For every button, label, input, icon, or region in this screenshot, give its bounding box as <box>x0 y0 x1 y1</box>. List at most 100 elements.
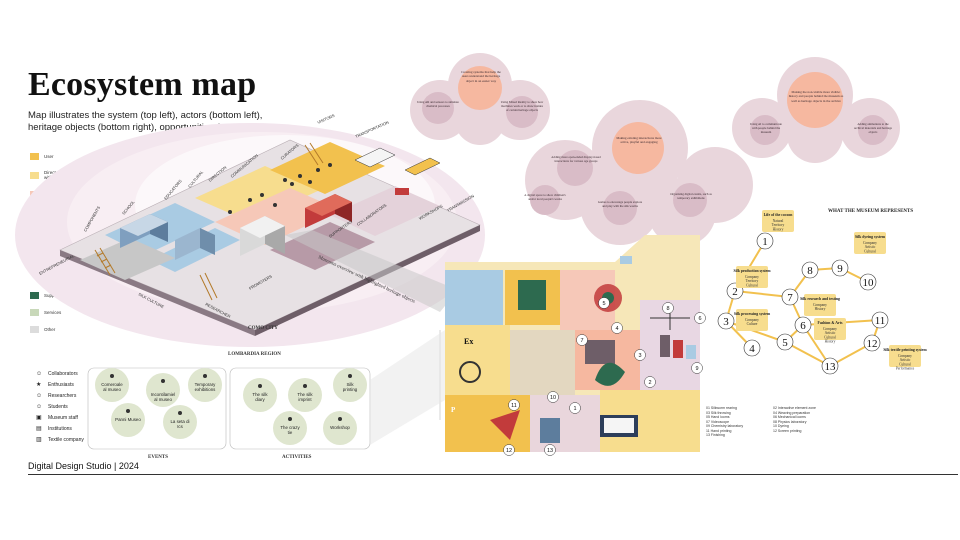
badge-circle <box>544 444 556 456</box>
heritage-badge[interactable]: 12 <box>503 444 515 456</box>
object-legend-item: 08 Physics laboratory <box>773 419 807 424</box>
object-legend-item: 11 Hand printing <box>706 428 732 433</box>
node-circle <box>821 357 839 375</box>
page-title: Ecosystem map <box>28 66 257 103</box>
node-circle <box>756 232 774 250</box>
represents-node[interactable]: 7 <box>781 288 799 306</box>
node-circle <box>831 259 849 277</box>
badge-number: 11 <box>511 403 517 409</box>
heritage-badge[interactable]: 1 <box>569 402 581 414</box>
node-number: 13 <box>825 361 837 373</box>
badge-circle <box>547 391 559 403</box>
runner-icon: ★ <box>36 382 42 388</box>
heritage-badge[interactable]: 6 <box>694 312 706 324</box>
represents-node[interactable]: 5 <box>776 333 794 351</box>
heritage-badge[interactable]: 2 <box>644 376 656 388</box>
node-label-title: Silk processing system <box>734 312 771 316</box>
heritage-badge[interactable]: 10 <box>547 391 559 403</box>
opportunity-cloud-3 <box>732 57 900 163</box>
represents-node[interactable]: 1 <box>756 232 774 250</box>
person-icon <box>288 417 292 421</box>
person-icon <box>348 374 352 378</box>
node-circle <box>717 312 735 330</box>
heritage-badge[interactable]: 4 <box>611 322 623 334</box>
heritage-badge[interactable]: 11 <box>508 399 520 411</box>
legend-item: User <box>30 153 72 160</box>
node-label-title: Silk production system <box>733 269 771 273</box>
event-circle <box>111 403 145 437</box>
events-frame <box>87 367 227 450</box>
factory-building <box>175 228 215 260</box>
role-label: Collaborators <box>48 371 78 377</box>
factory-icon: ▥ <box>36 437 42 443</box>
represents-node[interactable]: 12 <box>863 334 881 352</box>
badge-circle <box>662 302 674 314</box>
node-label-title: Fashion & Arts <box>818 321 843 325</box>
badge-number: 7 <box>580 338 583 344</box>
role-item: ▥Textile company <box>36 437 84 443</box>
node-number: 3 <box>723 316 729 328</box>
represents-node[interactable]: 6 <box>794 316 812 334</box>
node-circle <box>801 261 819 279</box>
legend-swatch <box>30 153 39 160</box>
heritage-badge[interactable]: 13 <box>544 444 556 456</box>
node-number: 2 <box>732 286 738 298</box>
building-icon: ▤ <box>36 426 42 432</box>
activity-bubble[interactable]: Workshop <box>323 411 357 445</box>
node-circle <box>743 339 761 357</box>
heritage-badge[interactable]: 7 <box>576 334 588 346</box>
role-item: ☺Researchers <box>36 393 76 399</box>
represents-node[interactable]: 13 <box>821 357 839 375</box>
badge-number: 9 <box>695 366 698 372</box>
badge-number: 1 <box>573 406 576 412</box>
represents-node[interactable]: 9 <box>831 259 849 277</box>
badge-circle <box>691 362 703 374</box>
heritage-badge[interactable]: 5 <box>598 297 610 309</box>
activity-circle <box>288 378 322 412</box>
heritage-badge[interactable]: 3 <box>634 349 646 361</box>
badge-circle <box>503 444 515 456</box>
node-number: 10 <box>863 277 875 289</box>
represents-node[interactable]: 3 <box>717 312 735 330</box>
badge-circle <box>611 322 623 334</box>
object-legend-item: 01 Silkworm rearing <box>706 406 737 410</box>
ladder-icons <box>94 142 324 301</box>
label-lombardia-region: LOMBARDIA REGION <box>228 352 281 357</box>
represents-node[interactable]: 8 <box>801 261 819 279</box>
label-transportation: TRANSPORTATION <box>354 120 389 139</box>
network-edge <box>734 290 791 298</box>
opportunity-text: Making existing interactions more active… <box>616 136 662 145</box>
node-circle <box>863 334 881 352</box>
badge-icon: ▣ <box>36 415 42 421</box>
represents-node[interactable]: 10 <box>859 273 877 291</box>
heritage-badge[interactable]: 8 <box>662 302 674 314</box>
opportunity-text: A digital space to show children's and/o… <box>524 193 566 202</box>
node-label-title: Silk research and testing <box>800 297 840 301</box>
event-bubble[interactable]: Panni Museo <box>111 403 145 437</box>
footer-rule <box>28 474 958 475</box>
represents-node[interactable]: 11 <box>871 311 889 329</box>
activity-circle <box>333 368 367 402</box>
role-label: Enthusiasts <box>48 382 74 388</box>
object-legend-item: 02 Interactive element zone <box>773 406 816 410</box>
represents-node[interactable]: 4 <box>743 339 761 357</box>
heritage-badge[interactable]: 9 <box>691 362 703 374</box>
activity-circle <box>243 378 277 412</box>
object-legend: 01 Silkworm rearing 02 Interactive elemen… <box>706 406 836 437</box>
